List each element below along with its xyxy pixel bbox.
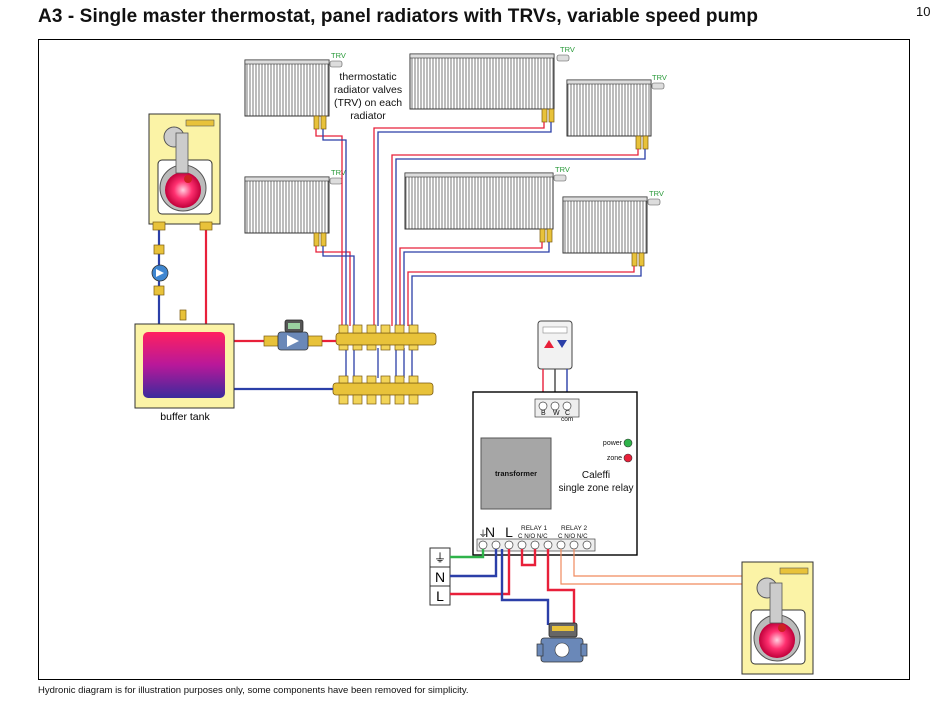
svg-text:single zone relay: single zone relay [558, 483, 633, 494]
svg-text:⏚: ⏚ [434, 551, 446, 565]
return-manifold [332, 375, 434, 405]
manifold-return-drops [345, 348, 413, 378]
radiator-6 [562, 196, 648, 254]
svg-text:TRV: TRV [555, 165, 570, 174]
svg-text:L: L [505, 524, 513, 540]
buffer-tank-label: buffer tank [160, 411, 210, 423]
svg-text:RELAY 2: RELAY 2 [561, 525, 588, 532]
svg-text:C: C [565, 410, 570, 417]
svg-text:L: L [436, 588, 444, 604]
radiator-5 [404, 172, 554, 230]
svg-text:transformer: transformer [495, 469, 537, 478]
supply-manifold [335, 324, 437, 351]
page-title: A3 - Single master thermostat, panel rad… [38, 6, 759, 27]
svg-text:RELAY 1: RELAY 1 [521, 525, 548, 532]
relay-ground-terminal-symbol: ⏚ [478, 529, 487, 539]
zone-valve [536, 622, 588, 663]
page-number: 10 [916, 4, 931, 19]
svg-text:N: N [435, 569, 445, 585]
supply-wires [450, 549, 576, 625]
trv-valves: TRV TRV TRV TRV TRV TRV [329, 45, 667, 206]
radiator-3 [566, 79, 652, 137]
svg-text:C N/O N/C: C N/O N/C [558, 533, 588, 540]
svg-text:TRV: TRV [649, 189, 664, 198]
master-thermostat [537, 320, 573, 370]
svg-text:com: com [561, 416, 573, 423]
trv-note: thermostatic radiator valves (TRV) on ea… [334, 71, 402, 122]
boiler-secondary [741, 561, 814, 675]
power-supply-block: ⏚ N L [429, 547, 451, 606]
radiator-4 [244, 176, 330, 234]
relay-terminal-strip [476, 538, 596, 552]
svg-text:(TRV) on each: (TRV) on each [334, 97, 402, 109]
svg-text:radiator valves: radiator valves [334, 84, 402, 96]
buffer-tank [134, 323, 235, 409]
relay-labels: B W C com transformer Caleffi single zon… [485, 410, 634, 540]
boiler-main [148, 113, 221, 225]
svg-text:power: power [603, 440, 623, 447]
radiator-valve-pairs [313, 108, 649, 267]
variable-speed-pump [263, 319, 323, 351]
footer-note: Hydronic diagram is for illustration pur… [38, 685, 469, 696]
svg-text:zone: zone [607, 455, 622, 462]
svg-text:B: B [541, 410, 546, 417]
boiler-fittings [152, 221, 213, 321]
svg-text:Caleffi: Caleffi [582, 470, 610, 481]
svg-text:radiator: radiator [350, 110, 386, 122]
svg-text:C N/O N/C: C N/O N/C [518, 533, 548, 540]
svg-text:TRV: TRV [331, 51, 346, 60]
svg-text:TRV: TRV [652, 73, 667, 82]
diagram-frame [38, 39, 910, 680]
boiler-circulator [151, 264, 169, 282]
svg-text:W: W [553, 410, 560, 417]
relay2-wires [560, 549, 766, 585]
radiator-1 [244, 59, 330, 117]
svg-text:TRV: TRV [331, 168, 346, 177]
radiator-return-pipes [322, 122, 646, 326]
svg-text:thermostatic: thermostatic [339, 71, 396, 83]
zone-relay [472, 391, 638, 556]
radiator-supply-pipes [315, 122, 639, 326]
svg-text:N: N [485, 524, 495, 540]
svg-text:TRV: TRV [560, 45, 575, 54]
radiator-2 [409, 53, 555, 110]
